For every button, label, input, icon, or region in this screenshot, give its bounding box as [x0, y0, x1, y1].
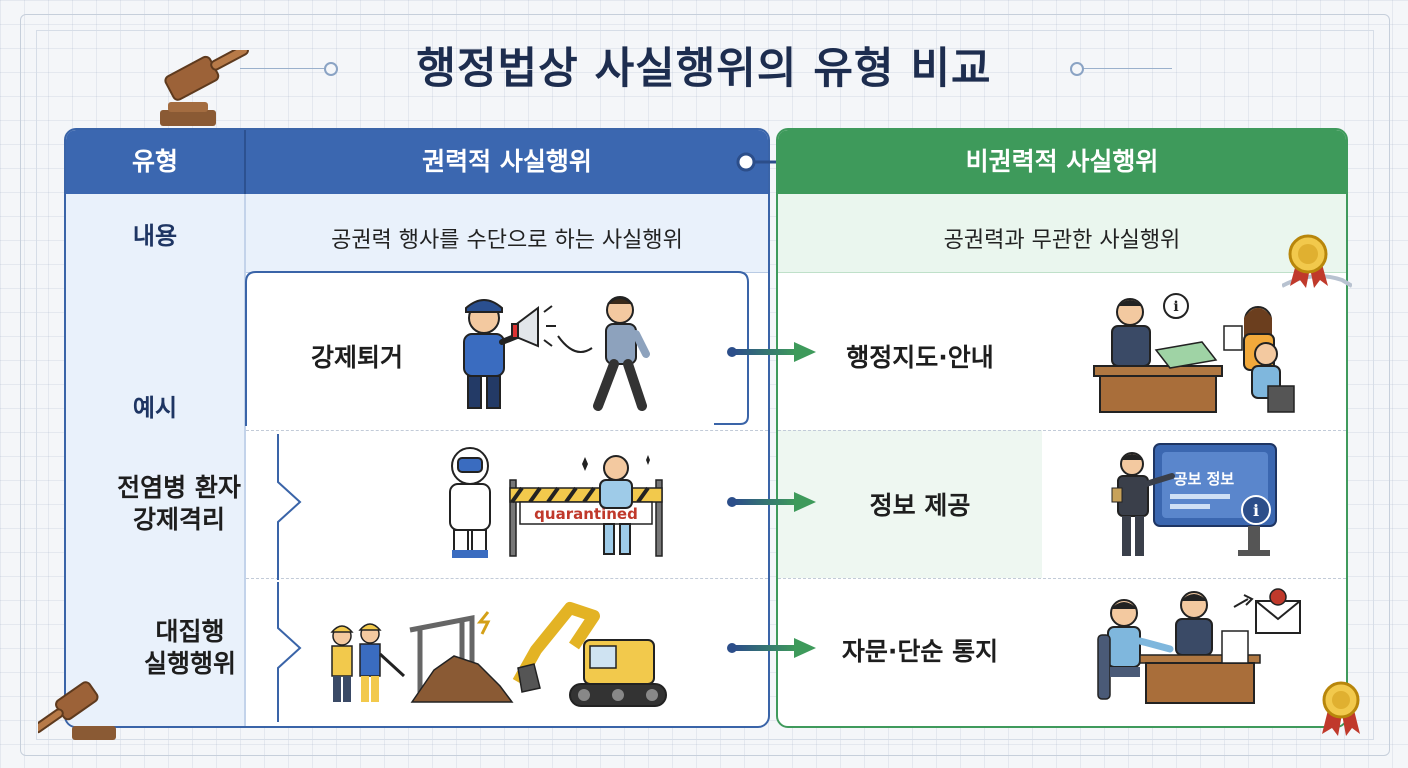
content-nonpower-text: 공권력과 무관한 사실행위 [943, 228, 1181, 253]
svg-text:i: i [1173, 299, 1178, 315]
police-eviction-illustration [463, 296, 650, 411]
example-3-power-line2: 실행행위 [143, 649, 236, 678]
demolition-illustration [330, 602, 667, 707]
page-title: 행정법상 사실행위의 유형 비교 [416, 44, 992, 94]
content-row-nonpower [778, 194, 1346, 273]
power-act-panel: 유형 권력적 사실행위 내용 공권력 행사를 수단으로 하는 사실행위 예시 [64, 128, 770, 728]
column-divider [244, 194, 246, 726]
arrow-icon-row-1 [727, 342, 816, 362]
example-inner-outline [245, 271, 749, 426]
title-deco-dot-left [324, 62, 338, 76]
example-2-power-line1: 전염병 환자 [117, 473, 241, 502]
example-1-power: 강제퇴거 [310, 343, 403, 372]
gavel-icon-bottom [38, 681, 116, 740]
header-power-act: 권력적 사실행위 [422, 147, 592, 176]
row-divider-1 [246, 430, 768, 431]
outer-frame [20, 14, 1390, 756]
consultation-illustration [1097, 588, 1301, 704]
row-2-highlight [778, 430, 1042, 578]
content-row [66, 194, 768, 273]
title-deco-line-right [1082, 68, 1172, 69]
right-row-divider-2 [778, 578, 1346, 579]
example-2-power-line2: 강제격리 [132, 505, 225, 534]
example-3-power-line1: 대집행 [155, 617, 225, 646]
svg-text:i: i [1253, 501, 1259, 520]
award-badge-icon [1282, 234, 1352, 288]
award-badge-icon-bottom [1322, 681, 1360, 736]
arrow-icon-row-3 [727, 638, 816, 658]
header-type: 유형 [131, 147, 178, 176]
board-text: 공보 정보 [1174, 470, 1235, 488]
gavel-icon [160, 50, 249, 126]
quarantine-sign-text: quarantined [534, 505, 638, 523]
example-2-power: 전염병 환자 강제격리 [84, 472, 274, 536]
content-power-text: 공권력 행사를 수단으로 하는 사실행위 [331, 228, 683, 253]
example-label-column [66, 272, 244, 726]
info-board-illustration: 공보 정보 i [1111, 443, 1277, 556]
right-row-divider-1 [778, 430, 1346, 431]
example-3-nonpower: 자문·단순 통지 [841, 637, 999, 666]
guidance-illustration: i [1093, 293, 1295, 413]
arrow-icon-row-2 [727, 492, 816, 512]
header-non-power-act: 비권력적 사실행위 [965, 147, 1159, 176]
title-deco-line-left [240, 68, 330, 69]
non-power-act-panel: 비권력적 사실행위 공권력과 무관한 사실행위 [776, 128, 1348, 728]
title-deco-dot-right [1070, 62, 1084, 76]
quarantine-illustration: quarantined [449, 447, 663, 558]
row-tab-outlines [277, 434, 302, 722]
example-3-power: 대집행 실행행위 [100, 616, 280, 680]
example-label: 예시 [132, 394, 178, 422]
power-header-bar [66, 130, 768, 194]
non-power-header-bar [778, 130, 1346, 194]
example-2-nonpower: 정보 제공 [869, 491, 971, 520]
content-label: 내용 [132, 222, 178, 250]
header-divider [244, 130, 246, 194]
example-1-nonpower: 행정지도·안내 [846, 343, 994, 372]
inner-frame [36, 30, 1374, 740]
row-divider-2 [246, 578, 768, 579]
